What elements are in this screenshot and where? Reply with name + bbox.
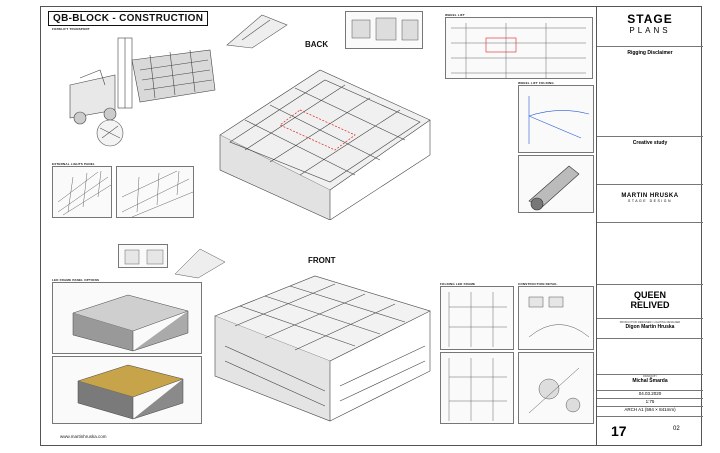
folding-led-frame-top [440,286,514,350]
wheel-lift-panel [445,17,593,79]
logo-line2: PLANS [629,26,671,35]
designer-name: MARTIN HRUSKA [621,193,679,199]
designer-logo: MARTIN HRUSKA STAGE DESIGN [597,184,703,222]
forklift-illustration [69,37,216,125]
copyright-block [597,222,703,284]
title-block: STAGE PLANS Rigging Disclaimer Creative … [596,6,703,446]
front-view-label: FRONT [308,256,336,265]
back-isometric-view [219,69,431,220]
bolt-detail [96,119,124,147]
sheet-number: 17 [611,423,627,439]
external-lights-label: EXTERNAL LIGHTS PANEL [52,162,95,166]
project-name: QUEEN RELIVED [597,284,703,318]
logo-line1: STAGE [627,12,673,26]
production-label: PRODUCTION DESIGNER / LIGHTING DESIGNER [619,321,681,324]
drawn-by-label: DRAWN BY [643,375,657,378]
construction-detail-bottom [518,352,594,424]
drawn-by-block: DRAWN BY Michal Šmarda [597,374,703,390]
safety-latch-detail [345,11,423,49]
sheet-number-block: 17 02 [597,416,703,446]
forklift-label: FORKLIFT TRANSPORT [52,27,90,31]
scale: 1:75 [597,398,703,406]
project-line2: RELIVED [630,300,670,310]
led-frame-options-label: LED FRAME PANEL OPTIONS [52,278,100,282]
revision-number: 02 [673,426,680,432]
construction-detail-top [518,286,594,350]
bracket-detail [174,248,226,279]
rigging-disclaimer: Rigging Disclaimer [597,46,703,136]
frame-joint-detail [118,244,168,268]
blank-rows [597,338,703,374]
wheel-lift-photo [518,155,594,213]
creative-study: Creative study [597,136,703,184]
led-frame-option-a [52,282,202,354]
footer-url: www.martinhruska.com [60,434,107,439]
rigging-disclaimer-title: Rigging Disclaimer [627,50,673,56]
stageplans-logo: STAGE PLANS [597,6,703,46]
project-line1: QUEEN [633,290,666,300]
paper-size: ARCH A1 (594 × 841mm) [597,406,703,416]
production-block: PRODUCTION DESIGNER / LIGHTING DESIGNER … [597,318,703,338]
folding-led-frame-bottom [440,352,514,424]
wheel-lift-label: WHEEL LIFT [445,13,465,17]
designer-sub: STAGE DESIGN [628,199,672,203]
sheet-title: QB-BLOCK - CONSTRUCTION [48,11,209,26]
creative-study-title: Creative study [632,140,668,146]
top-connector-detail [226,14,288,49]
external-lights-panel-b [116,166,194,218]
drawn-by-name: Michal Šmarda [632,378,668,385]
external-lights-panel-a [52,166,112,218]
production-name: Digon Martin Hruska [625,324,675,331]
wheel-lift-folding-label: WHEEL LIFT FOLDING [518,81,554,85]
back-view-label: BACK [305,40,329,49]
construction-detail-label: CONSTRUCTION DETAIL [518,282,558,286]
date: 04.03.2020 [597,390,703,398]
folding-led-frame-label: FOLDING LED FRAME [440,282,476,286]
wheel-lift-folding-panel [518,85,594,153]
led-frame-option-b [52,356,202,424]
front-isometric-view [214,275,431,422]
